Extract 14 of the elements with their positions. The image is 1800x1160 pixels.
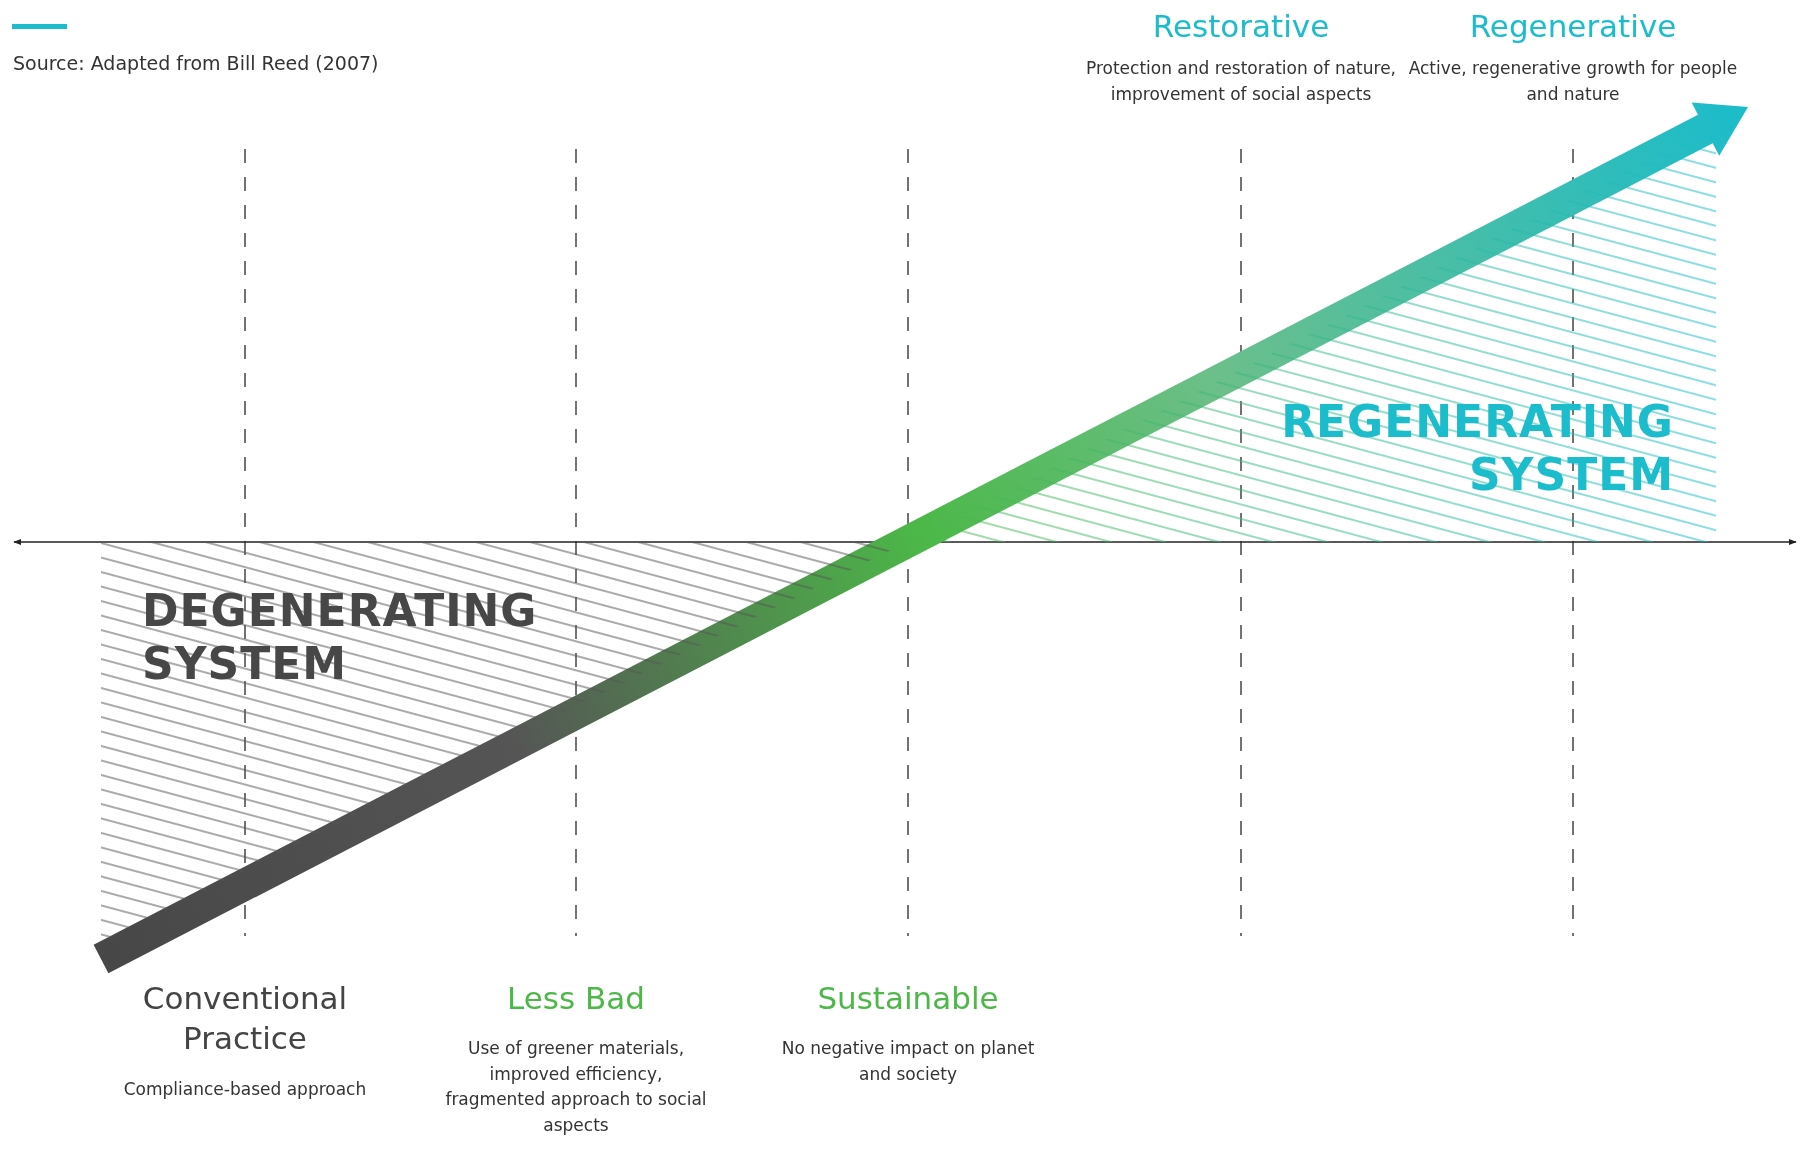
- stage-heading: Restorative: [1152, 7, 1330, 46]
- stage-description: Protection and restoration of nature, improvement of social aspects: [1084, 57, 1398, 106]
- stage-heading: Less Bad: [507, 979, 645, 1018]
- stage-heading: Conventional Practice: [141, 979, 349, 1059]
- stage-description: Compliance-based approach: [123, 1077, 367, 1101]
- stage-description: No negative impact on planet and society: [780, 1037, 1036, 1086]
- stage-heading: Regenerative: [1469, 7, 1677, 46]
- block-arrow: [93, 102, 1748, 974]
- stage-description: Active, regenerative growth for people and nature: [1408, 57, 1738, 106]
- stage-heading: Sustainable: [817, 979, 999, 1018]
- system-label: DEGENERATING SYSTEM: [142, 585, 539, 691]
- source-note: Source: Adapted from Bill Reed (2007): [13, 52, 379, 74]
- stage-description: Use of greener materials, improved efficiency, fragmented approach to social aspects: [444, 1037, 708, 1137]
- system-label: REGENERATING SYSTEM: [1280, 396, 1674, 502]
